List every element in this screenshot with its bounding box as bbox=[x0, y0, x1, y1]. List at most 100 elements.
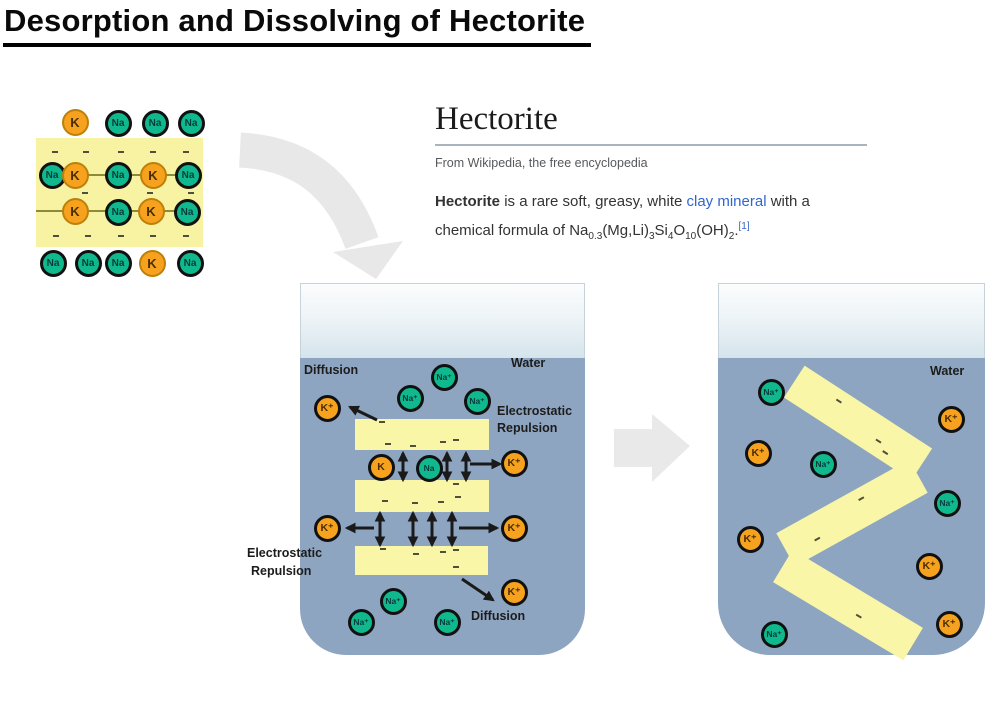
hectorite-lattice bbox=[36, 138, 203, 247]
water-label-right-beaker: Water bbox=[930, 364, 965, 378]
sodium-ion: Na bbox=[415, 454, 443, 482]
potassium-ion: K⁺ bbox=[915, 552, 943, 580]
minus-charge bbox=[53, 235, 59, 238]
wiki-article-title: Hectorite bbox=[435, 101, 558, 137]
wiki-text: Si bbox=[654, 222, 668, 240]
diffusion-label-bottom: Diffusion bbox=[471, 609, 526, 623]
wiki-divider bbox=[435, 143, 867, 146]
diffusion-arrow bbox=[461, 577, 495, 602]
potassium-ion: K bbox=[61, 197, 89, 225]
potassium-ion: K⁺ bbox=[744, 439, 772, 467]
potassium-ion: K⁺ bbox=[935, 610, 963, 638]
minus-charge bbox=[453, 483, 459, 486]
potassium-ion: K⁺ bbox=[500, 449, 528, 477]
wiki-text: 0.3 bbox=[588, 231, 603, 243]
minus-charge bbox=[150, 235, 156, 238]
water-label-left-beaker: Water bbox=[511, 356, 546, 370]
potassium-ion: K bbox=[61, 108, 89, 136]
sodium-ion: Na bbox=[174, 161, 202, 189]
wiki-text: 3 bbox=[648, 231, 655, 243]
minus-charge bbox=[455, 496, 461, 499]
wiki-subtitle: From Wikipedia, the free encyclopedia bbox=[435, 155, 648, 170]
potassium-ion: K bbox=[139, 161, 167, 189]
clay-mineral-link[interactable]: clay mineral bbox=[686, 192, 767, 210]
wiki-text: (OH) bbox=[696, 222, 729, 240]
sodium-ion: Na bbox=[104, 109, 132, 137]
clay-layer bbox=[355, 480, 489, 512]
potassium-ion: K bbox=[137, 197, 165, 225]
wiki-text: Na bbox=[569, 222, 589, 240]
minus-charge bbox=[52, 151, 58, 154]
sodium-ion: Na⁺ bbox=[760, 620, 788, 648]
minus-charge bbox=[118, 235, 124, 238]
wiki-text: 2 bbox=[728, 231, 735, 243]
minus-charge bbox=[382, 500, 388, 503]
minus-charge bbox=[410, 444, 416, 447]
sodium-ion: Na bbox=[177, 109, 205, 137]
sodium-ion: Na bbox=[74, 249, 102, 277]
potassium-ion: K bbox=[61, 161, 89, 189]
potassium-ion: K bbox=[367, 453, 395, 481]
sodium-ion: Na⁺ bbox=[433, 608, 461, 636]
potassium-ion: K⁺ bbox=[937, 405, 965, 433]
wiki-text: (Mg,Li) bbox=[602, 222, 649, 240]
potassium-ion: K⁺ bbox=[736, 525, 764, 553]
diffusion-label-top: Diffusion bbox=[304, 363, 359, 377]
minus-charge bbox=[438, 501, 444, 504]
sodium-ion: Na bbox=[104, 161, 132, 189]
wiki-text: with a chemical formula of bbox=[435, 192, 810, 240]
wiki-paragraph: Hectorite is a rare soft, greasy, white … bbox=[435, 187, 863, 247]
minus-charge bbox=[379, 547, 386, 550]
minus-charge bbox=[452, 548, 459, 551]
minus-charge bbox=[440, 440, 446, 443]
sodium-ion: Na⁺ bbox=[809, 450, 837, 478]
sodium-ion: Na bbox=[173, 198, 201, 226]
minus-charge bbox=[183, 151, 189, 154]
minus-charge bbox=[439, 550, 446, 553]
electrostatic-repulsion-label-left: Repulsion bbox=[251, 564, 312, 578]
minus-charge bbox=[412, 552, 419, 555]
sodium-ion: Na⁺ bbox=[463, 387, 491, 415]
potassium-ion: K⁺ bbox=[500, 514, 528, 542]
reference-link[interactable]: [1] bbox=[738, 221, 750, 233]
minus-charge bbox=[82, 192, 88, 195]
minus-charge bbox=[83, 151, 89, 154]
sodium-ion: Na⁺ bbox=[933, 489, 961, 517]
minus-charge bbox=[453, 438, 459, 441]
sodium-ion: Na bbox=[176, 249, 204, 277]
minus-charge bbox=[118, 151, 124, 154]
potassium-ion: K⁺ bbox=[313, 394, 341, 422]
sodium-ion: Na bbox=[104, 249, 132, 277]
diffusion-arrow bbox=[348, 405, 378, 422]
sodium-ion: Na⁺ bbox=[757, 378, 785, 406]
sodium-ion: Na⁺ bbox=[396, 384, 424, 412]
clay-layer bbox=[355, 418, 489, 450]
sodium-ion: Na bbox=[141, 109, 169, 137]
sodium-ion: Na⁺ bbox=[347, 608, 375, 636]
minus-charge bbox=[385, 442, 391, 445]
wiki-text: . bbox=[734, 222, 739, 240]
sodium-ion: Na⁺ bbox=[430, 363, 458, 391]
beaker-glass-top bbox=[718, 283, 985, 358]
minus-charge bbox=[183, 235, 189, 238]
wiki-text: O bbox=[673, 222, 686, 240]
potassium-ion: K⁺ bbox=[500, 578, 528, 606]
minus-charge bbox=[147, 192, 153, 195]
sodium-ion: Na⁺ bbox=[379, 587, 407, 615]
page-title: Desorption and Dissolving of Hectorite bbox=[3, 0, 592, 47]
electrostatic-repulsion-label-right: Repulsion bbox=[497, 421, 558, 435]
electrostatic-repulsion-label-right: Electrostatic bbox=[497, 404, 573, 418]
minus-charge bbox=[379, 420, 385, 423]
minus-charge bbox=[452, 565, 459, 568]
sodium-ion: Na bbox=[39, 249, 67, 277]
wiki-text: 4 bbox=[667, 231, 674, 243]
potassium-ion: K bbox=[138, 249, 166, 277]
potassium-ion: K⁺ bbox=[313, 514, 341, 542]
minus-charge bbox=[85, 235, 91, 238]
wiki-text: Hectorite bbox=[435, 192, 501, 210]
wiki-text: 10 bbox=[685, 231, 697, 243]
